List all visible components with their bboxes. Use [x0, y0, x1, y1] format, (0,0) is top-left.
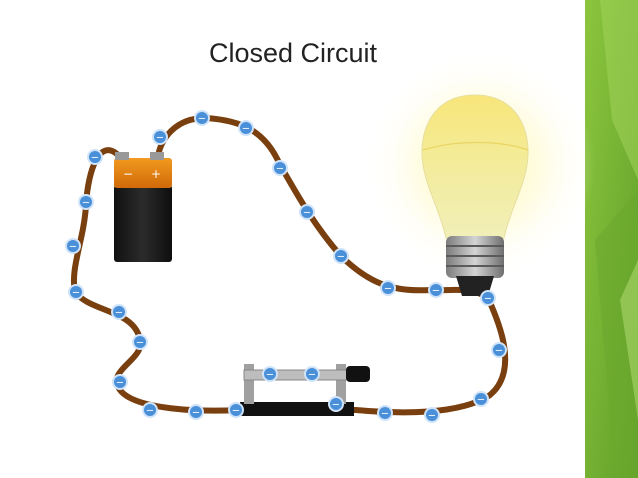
electron-charge-label: −: [115, 308, 123, 319]
electron: [473, 391, 489, 407]
electron: [428, 282, 444, 298]
electron: [194, 110, 210, 126]
electron: [65, 238, 81, 254]
electron-charge-label: −: [337, 252, 345, 263]
electrons: − − − − − − − − − − − − − − − − − − − − − − − − − −: [65, 110, 507, 423]
electron-charge-label: −: [266, 370, 274, 381]
electron-charge-label: −: [276, 164, 284, 175]
electron: [333, 248, 349, 264]
electron-charge-label: −: [69, 242, 77, 253]
switch-lever: [243, 369, 349, 381]
electron-charge-label: −: [192, 408, 200, 419]
electron-charge-label: −: [495, 346, 503, 357]
electron: [262, 366, 278, 382]
electron-charge-label: −: [156, 133, 164, 144]
electron: [299, 204, 315, 220]
light-bulb: [421, 94, 529, 296]
electron: [132, 334, 148, 350]
electron-charge-label: −: [242, 124, 250, 135]
electron: [112, 374, 128, 390]
electron: [87, 149, 103, 165]
electron-charge-label: −: [332, 400, 340, 411]
electron-charge-label: −: [432, 286, 440, 297]
electron: [78, 194, 94, 210]
battery-positive-label: +: [151, 167, 161, 181]
electron-charge-label: −: [381, 409, 389, 420]
electron: [491, 342, 507, 358]
electron-charge-label: −: [308, 370, 316, 381]
switch-handle: [346, 366, 370, 382]
electron-charge-label: −: [82, 198, 90, 209]
electron: [111, 304, 127, 320]
electron-charge-label: −: [136, 338, 144, 349]
electron-charge-label: −: [477, 395, 485, 406]
electron-charge-label: −: [146, 406, 154, 417]
electron: [304, 366, 320, 382]
electron: [142, 402, 158, 418]
electron-charge-label: −: [72, 288, 80, 299]
electron: [68, 284, 84, 300]
switch-base: [240, 402, 354, 416]
side-accent-bar: [585, 0, 638, 478]
electron: [377, 405, 393, 421]
slide-title: Closed Circuit: [208, 38, 378, 68]
electron: [424, 407, 440, 423]
electron: [228, 402, 244, 418]
electron: [272, 160, 288, 176]
electron-charge-label: −: [116, 378, 124, 389]
electron: [188, 404, 204, 420]
electron-charge-label: −: [232, 406, 240, 417]
electron: [480, 290, 496, 306]
electron-charge-label: −: [384, 284, 392, 295]
electron: [380, 280, 396, 296]
electron: [238, 120, 254, 136]
electron-charge-label: −: [484, 294, 492, 305]
electron-charge-label: −: [303, 208, 311, 219]
electron: [328, 396, 344, 412]
electron-charge-label: −: [198, 114, 206, 125]
switch: [240, 364, 370, 416]
battery-negative-label: −: [123, 167, 133, 181]
electron-charge-label: −: [91, 153, 99, 164]
battery-cap: [114, 158, 172, 188]
battery: − +: [114, 152, 172, 262]
electron-charge-label: −: [428, 411, 436, 422]
electron: [152, 129, 168, 145]
battery-body: [114, 185, 172, 262]
